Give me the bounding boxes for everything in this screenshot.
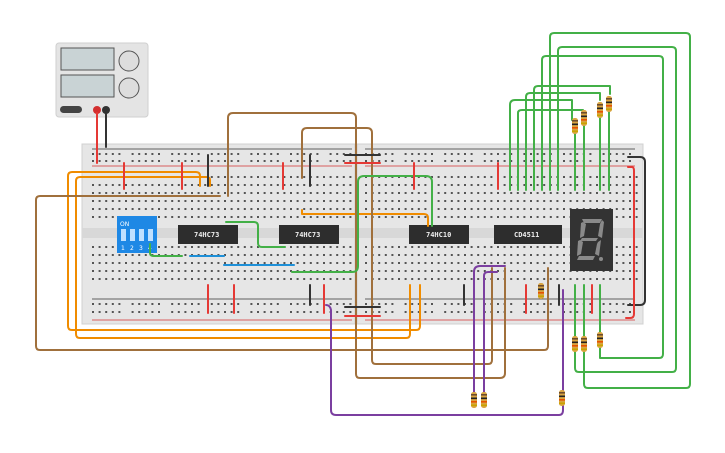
chip-label: 74HC73 [295,231,320,239]
dip-label-1: 1 [121,245,125,252]
wire-brown-3[interactable] [301,127,493,365]
dip-toggle-4[interactable] [148,229,153,241]
resistor[interactable] [581,110,587,126]
wire-brown-2[interactable] [227,112,506,379]
wire-black-rail-right[interactable] [627,156,646,306]
dip-label-2: 2 [130,245,134,252]
resistor[interactable] [538,283,544,299]
wire-green-seg-a[interactable] [509,99,573,191]
chip-74hc10[interactable]: 74HC10 [409,225,469,244]
resistor[interactable] [572,336,578,352]
dip-on-label: ON [120,221,129,228]
center-channel [82,228,643,238]
resistor[interactable] [597,332,603,348]
chip-label: CD4511 [514,231,539,239]
wire-green-seg-f[interactable] [549,32,691,389]
wire-purple-1[interactable] [325,289,564,416]
wire-green-3[interactable] [291,175,433,273]
dip-switch[interactable]: ON 1 2 3 4 [117,216,157,253]
chip-74hc73-2[interactable]: 74HC73 [279,225,339,244]
positive-terminal[interactable] [93,106,101,114]
wire-green-seg-c[interactable] [525,92,601,191]
dip-toggle-2[interactable] [130,229,135,241]
wire-green-2[interactable] [225,221,286,248]
resistor[interactable] [597,102,603,118]
chip-74hc73-1[interactable]: 74HC73 [178,225,238,244]
current-display [60,74,115,98]
chip-label: 74HC10 [426,231,451,239]
voltage-display [60,47,115,71]
dip-label-3: 3 [139,245,143,252]
resistor[interactable] [606,96,612,112]
dip-toggle-3[interactable] [139,229,144,241]
power-switch[interactable] [60,106,82,113]
wire-green-seg-d[interactable] [533,85,611,191]
segments [577,219,604,261]
chip-cd4511[interactable]: CD4511 [494,225,562,244]
resistor[interactable] [471,392,477,408]
power-supply[interactable] [55,42,149,118]
wire-brown-1[interactable] [35,195,549,351]
resistor[interactable] [581,336,587,352]
resistor[interactable] [572,118,578,134]
wire-green-1[interactable] [149,243,183,257]
wire-green-seg-e[interactable] [541,55,664,359]
wire-purple-3[interactable] [483,271,498,393]
seven-segment-display[interactable] [570,209,613,271]
resistor[interactable] [481,392,487,408]
chip-label: 74HC73 [194,231,219,239]
resistors[interactable] [471,96,612,408]
wire-orange-1[interactable] [67,171,421,331]
resistor[interactable] [559,390,565,406]
wire-green-seg-b[interactable] [517,109,584,191]
wire-red-rail-right[interactable] [625,166,635,319]
voltage-knob[interactable] [118,50,140,72]
dip-toggle-1[interactable] [121,229,126,241]
wire-purple-2[interactable] [473,265,506,393]
wire-orange-3[interactable] [301,209,429,227]
current-knob[interactable] [118,77,140,99]
wire-green-seg-g[interactable] [557,46,677,373]
negative-terminal[interactable] [102,106,110,114]
